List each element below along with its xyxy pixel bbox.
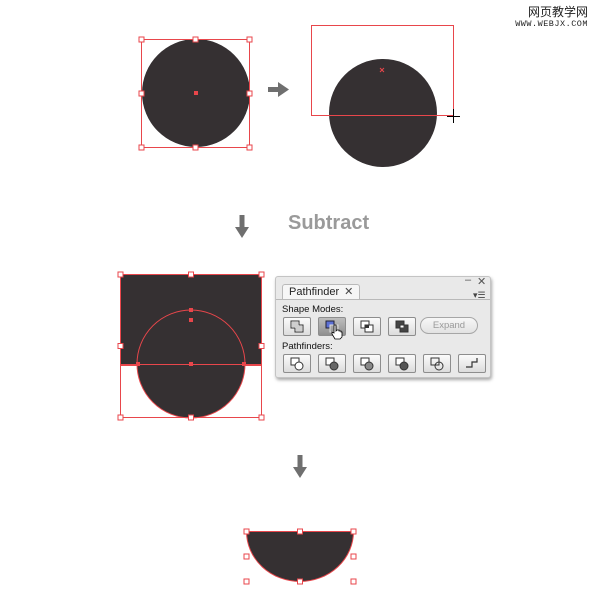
center-point	[194, 91, 198, 95]
resize-handle[interactable]	[350, 578, 357, 585]
divide-icon	[290, 357, 304, 371]
unite-button[interactable]	[283, 317, 311, 336]
divide-button[interactable]	[283, 354, 311, 373]
resize-handle[interactable]	[258, 343, 265, 349]
arrow-down-icon	[235, 215, 249, 238]
anchor-point	[242, 362, 246, 366]
arrow-right-icon	[268, 82, 289, 97]
resize-handle[interactable]	[188, 414, 194, 421]
selected-shapes[interactable]	[117, 271, 265, 421]
arrow-down-icon	[293, 455, 307, 478]
half-circle-shape[interactable]	[245, 531, 355, 582]
exclude-icon	[395, 320, 409, 333]
center-mark-icon	[379, 67, 385, 73]
outline-icon	[430, 357, 444, 371]
crop-icon	[395, 357, 409, 371]
hand-cursor-icon	[331, 324, 343, 340]
intersect-button[interactable]	[353, 317, 381, 336]
tab-label: Pathfinder	[289, 286, 340, 298]
resize-handle[interactable]	[243, 528, 250, 535]
panel-menu-icon[interactable]: ▾☰	[473, 290, 486, 300]
tab-pathfinder[interactable]: Pathfinder ✕	[282, 284, 361, 300]
selected-circle[interactable]	[138, 36, 253, 151]
step-label: Subtract	[288, 212, 370, 234]
draw-rectangle-step	[311, 25, 460, 167]
resize-handle[interactable]	[117, 414, 124, 421]
anchor-point	[189, 318, 193, 322]
outline-button[interactable]	[423, 354, 451, 373]
tab-divider	[276, 299, 490, 300]
resize-handle[interactable]	[117, 343, 124, 349]
watermark: 网页教学网 WWW.WEBJX.COM	[515, 6, 588, 30]
resize-handle[interactable]	[246, 90, 253, 97]
resize-handle[interactable]	[297, 578, 303, 585]
resize-handle[interactable]	[138, 144, 145, 151]
minus-back-icon	[466, 358, 478, 368]
minus-back-button[interactable]	[458, 354, 486, 373]
resize-handle[interactable]	[138, 90, 145, 97]
exclude-button[interactable]	[388, 317, 416, 336]
resize-handle[interactable]	[246, 36, 253, 43]
resize-handle[interactable]	[192, 144, 199, 151]
resize-handle[interactable]	[243, 553, 250, 560]
resize-handle[interactable]	[350, 553, 357, 560]
anchor-point	[189, 308, 193, 312]
crosshair-cursor-icon	[447, 109, 460, 123]
resize-handle[interactable]	[350, 528, 357, 535]
watermark-url: WWW.WEBJX.COM	[515, 19, 588, 29]
resize-handle[interactable]	[117, 271, 124, 278]
anchor-point	[189, 362, 193, 366]
resize-handle[interactable]	[192, 36, 199, 43]
unite-icon	[290, 320, 304, 333]
pathfinder-panel: ‒ ✕ Pathfinder ✕ ▾☰ Shape Modes: Expand	[275, 274, 491, 378]
rectangle-outline	[311, 25, 454, 116]
minimize-icon[interactable]: ‒	[465, 274, 472, 286]
crop-button[interactable]	[388, 354, 416, 373]
resize-handle[interactable]	[246, 144, 253, 151]
panel-close-icon[interactable]: ✕	[477, 276, 487, 288]
resize-handle[interactable]	[243, 578, 250, 585]
trim-icon	[325, 357, 339, 371]
resize-handle[interactable]	[258, 414, 265, 421]
result-half-circle[interactable]	[243, 528, 357, 585]
merge-button[interactable]	[353, 354, 381, 373]
resize-handle[interactable]	[258, 271, 265, 278]
shape-modes-label: Shape Modes:	[282, 304, 344, 315]
circle-shape	[329, 59, 437, 167]
merge-icon	[360, 357, 374, 371]
trim-button[interactable]	[318, 354, 346, 373]
pathfinders-label: Pathfinders:	[282, 341, 333, 352]
watermark-title: 网页教学网	[527, 5, 588, 19]
expand-button[interactable]: Expand	[420, 317, 478, 334]
intersect-icon	[360, 320, 374, 333]
tab-close-icon[interactable]: ✕	[344, 286, 354, 298]
resize-handle[interactable]	[297, 528, 303, 535]
resize-handle[interactable]	[138, 36, 145, 43]
anchor-point	[136, 362, 140, 366]
resize-handle[interactable]	[188, 271, 194, 278]
